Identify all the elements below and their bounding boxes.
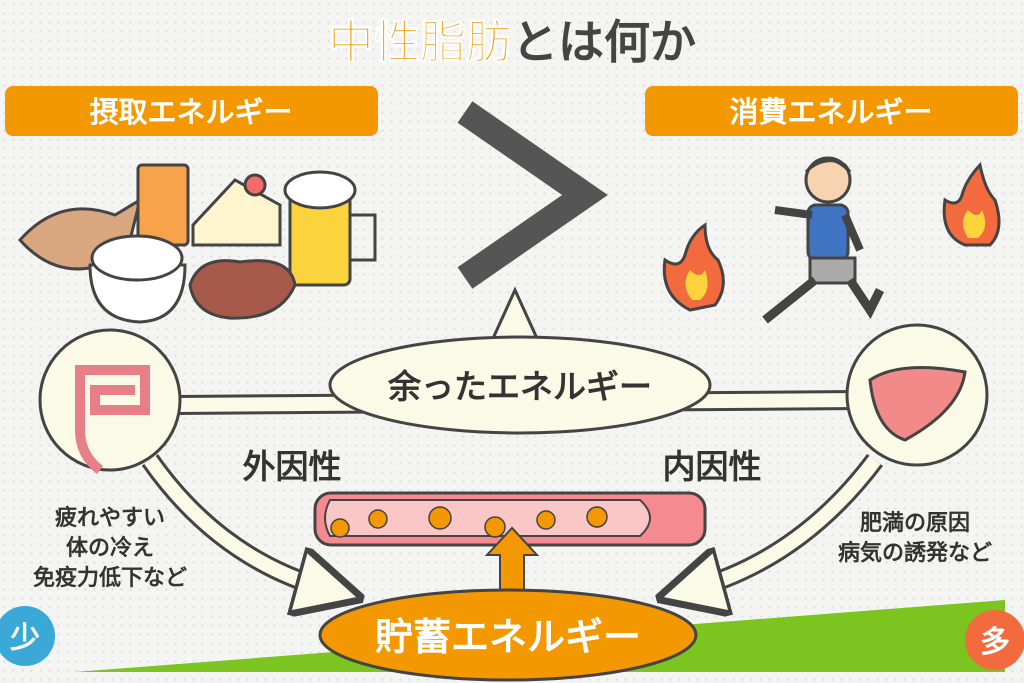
svg-text:摂取エネルギー: 摂取エネルギー [89,95,292,129]
greater-than-symbol [457,101,608,289]
svg-text:余ったエネルギー: 余ったエネルギー [387,367,652,406]
exogenous-label: 外因性 [243,447,342,486]
fat-particles [330,506,608,538]
left-effects: 疲れやすい 体の冷え 免疫力低下など [33,505,187,591]
svg-text:少: 少 [10,621,40,656]
intestine-icon [75,365,150,474]
svg-text:貯蓄エネルギー: 貯蓄エネルギー [375,615,641,659]
svg-text:消費エネルギー: 消費エネルギー [729,95,932,129]
rice-bowl-icon [88,263,187,324]
blood-vessel [313,491,707,547]
runner-illustration [762,156,885,324]
svg-text:体の冷え: 体の冷え [66,535,154,561]
meat-icon [188,259,297,320]
surplus-energy-bubble: 余ったエネルギー [328,286,712,435]
fire-icon [662,161,1001,312]
svg-text:疲れやすい: 疲れやすい [55,505,165,531]
intestine-circle [38,328,182,474]
svg-text:多: 多 [980,625,1010,660]
intake-energy-label: 摂取エネルギー [5,86,378,136]
consumption-energy-label: 消費エネルギー [645,86,1018,136]
juice-icon [136,163,190,247]
liver-icon [868,366,967,442]
food-illustration [17,163,377,324]
page-title: 中性脂肪とは何か [328,15,696,69]
storage-energy-ellipse: 貯蓄エネルギー [318,588,698,682]
endogenous-label: 内因性 [663,447,762,486]
liver-circle [845,323,989,467]
svg-text:肥満の原因: 肥満の原因 [860,510,970,536]
cake-icon [191,178,282,247]
svg-text:免疫力低下など: 免疫力低下など [33,565,187,591]
scale-high-badge: 多 [965,610,1024,670]
svg-text:病気の誘発など: 病気の誘発など [838,540,992,566]
scale-low-badge: 少 [0,606,55,666]
right-effects: 肥満の原因 病気の誘発など [838,510,992,566]
